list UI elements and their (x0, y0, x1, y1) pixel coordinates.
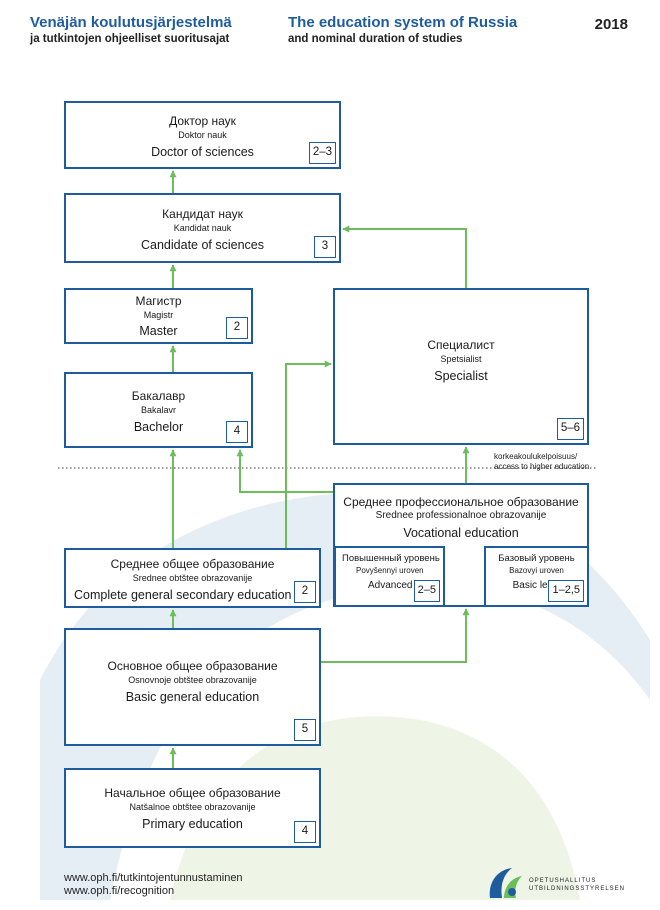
arrow-secondary-to-specialist (285, 360, 332, 548)
specialist-duration: 5–6 (556, 418, 584, 440)
header-english-subtitle: and nominal duration of studies (288, 33, 463, 45)
doctor-translit-label: Doktor nauk (178, 130, 227, 140)
advanced-translit-label: Povyšennyi uroven (356, 566, 424, 575)
primary-translit-label: Natšalnoe obtštee obrazovanije (129, 802, 256, 812)
footer-links: www.oph.fi/tutkintojentunnustaminen www.… (64, 872, 243, 898)
secondary-translit-label: Srednee obtštee obrazovanije (132, 573, 253, 583)
header-english: The education system of Russia and nomin… (288, 14, 517, 47)
watermark-green-swoosh (170, 716, 580, 900)
primary-en-label: Primary education (142, 817, 243, 831)
secondary-duration: 2 (294, 581, 316, 603)
master-duration: 2 (226, 317, 248, 339)
basic-general-duration: 5 (294, 719, 316, 741)
vocational-ru-label: Среднее профессиональное образование (343, 495, 579, 509)
bachelor-translit-label: Bakalavr (140, 405, 176, 415)
secondary-en-label: Complete general secondary education (74, 588, 292, 602)
basic-level-translit-label: Bazovyi uroven (509, 566, 564, 575)
logo-org-sv: UTBILDNINGSSTYRELSEN (529, 886, 626, 892)
doctor-duration: 2–3 (308, 142, 336, 164)
basic-general-ru-label: Основное общее образование (107, 659, 278, 673)
logo-org-fi: OPETUSHALLITUS (529, 878, 597, 884)
header-year: 2018 (594, 16, 628, 33)
vocational-advanced-level-box: Повышенный уровень Povyšennyi uroven Adv… (334, 546, 445, 607)
header-english-title: The education system of Russia (288, 14, 518, 31)
specialist-box: Специалист Spetsialist Specialist 5–6 (333, 288, 589, 445)
basic-level-ru-label: Базовый уровень (498, 553, 575, 564)
footer-link-recognition-fi[interactable]: www.oph.fi/tutkintojentunnustaminen (64, 872, 243, 884)
bachelor-en-label: Bachelor (133, 420, 184, 434)
doctor-of-sciences-box: Доктор наук Doktor nauk Doctor of scienc… (64, 101, 341, 169)
vocational-basic-level-box: Базовый уровень Bazovyi uroven Basic lev… (484, 546, 589, 607)
bachelor-ru-label: Бакалавр (131, 389, 186, 403)
header-finnish-subtitle: ja tutkintojen ohjeelliset suoritusajat (30, 33, 230, 45)
complete-general-secondary-box: Среднее общее образование Srednee obtšte… (64, 548, 321, 608)
arrow-basic-general-to-vocational (321, 608, 470, 663)
bachelor-box: Бакалавр Bakalavr Bachelor 4 (64, 372, 253, 448)
candidate-en-label: Candidate of sciences (141, 238, 264, 252)
access-note-en: access to higher education (494, 462, 590, 471)
vocational-translit-label: Srednee professionalnoe obrazovanije (375, 510, 547, 521)
advanced-en-label: Advanced (368, 580, 413, 591)
advanced-ru-label: Повышенный уровень (342, 553, 440, 564)
primary-ru-label: Начальное общее образование (104, 786, 281, 800)
doctor-en-label: Doctor of sciences (151, 145, 254, 159)
opetushallitus-logo-icon (489, 868, 522, 898)
specialist-ru-label: Специалист (427, 338, 495, 352)
primary-education-box: Начальное общее образование Natšalnoe ob… (64, 768, 321, 848)
footer-link-recognition-en[interactable]: www.oph.fi/recognition (64, 885, 175, 897)
secondary-ru-label: Среднее общее образование (110, 557, 275, 571)
arrow-specialist-to-candidate (342, 225, 467, 288)
arrow-vocational-to-bachelor (236, 449, 333, 493)
basic-general-translit-label: Osnovnoje obtštee obrazovanije (128, 675, 257, 685)
candidate-of-sciences-box: Кандидат наук Kandidat nauk Candidate of… (64, 193, 341, 263)
master-box: Магистр Magistr Master 2 (64, 288, 253, 344)
specialist-en-label: Specialist (434, 369, 488, 383)
basic-general-en-label: Basic general education (125, 690, 260, 704)
master-translit-label: Magistr (143, 310, 174, 320)
specialist-translit-label: Spetsialist (440, 354, 482, 364)
doctor-ru-label: Доктор наук (169, 114, 236, 128)
candidate-translit-label: Kandidat nauk (173, 223, 232, 233)
advanced-duration: 2–5 (413, 580, 440, 602)
access-to-higher-education-note: korkeakoulukelpoisuus/ access to higher … (494, 452, 589, 472)
basic-general-education-box: Основное общее образование Osnovnoje obt… (64, 628, 321, 746)
primary-duration: 4 (294, 821, 316, 843)
vocational-en-label: Vocational education (403, 526, 519, 540)
header-finnish-title: Venäjän koulutusjärjestelmä (30, 14, 232, 31)
candidate-duration: 3 (314, 236, 336, 258)
bachelor-duration: 4 (226, 421, 248, 443)
opetushallitus-logo-text: OPETUSHALLITUS UTBILDNINGSSTYRELSEN (529, 877, 625, 893)
basic-level-en-label: Basic level (512, 580, 561, 591)
header-finnish: Venäjän koulutusjärjestelmä ja tutkintoj… (30, 14, 232, 47)
access-note-fi: korkeakoulukelpoisuus/ (494, 452, 578, 461)
master-ru-label: Магистр (135, 294, 182, 308)
candidate-ru-label: Кандидат наук (162, 207, 243, 221)
basic-level-duration: 1–2,5 (548, 580, 584, 602)
master-en-label: Master (139, 324, 178, 338)
